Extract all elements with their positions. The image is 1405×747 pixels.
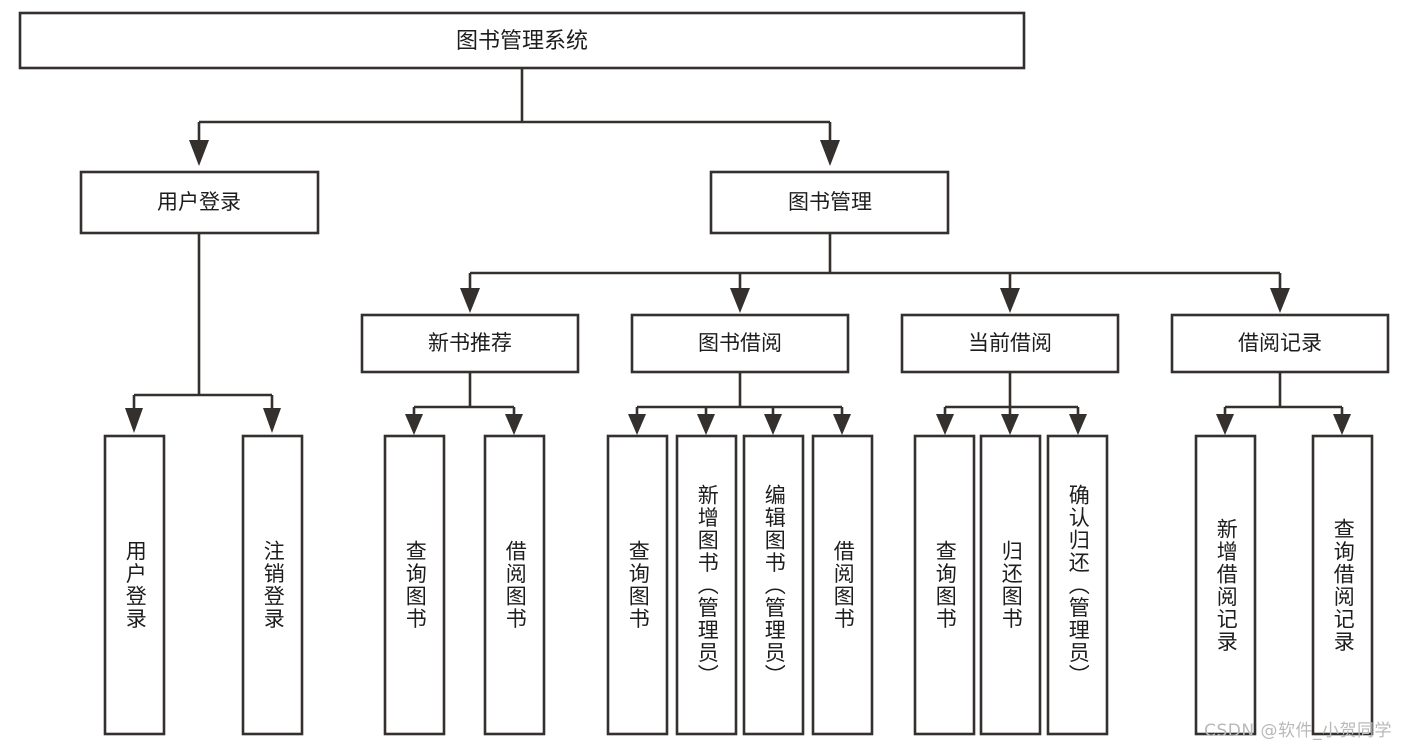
node-leaf-query-record-box[interactable] [1311, 434, 1374, 736]
arrow-leaf-confirm-return [1069, 414, 1087, 435]
arrow-leaf-logout-login [263, 408, 281, 433]
arrow-to-book-manage [820, 140, 840, 166]
edge-group-book-borrow-to-leaves [628, 372, 851, 435]
edge-group-current-borrow-to-leaves [936, 372, 1087, 435]
node-leaf-borrow-book-1-box[interactable] [483, 434, 546, 736]
node-leaf-user-login[interactable]: 用户登录 [103, 434, 166, 736]
node-user-login-box[interactable] [79, 170, 320, 235]
node-leaf-logout-login[interactable]: 注销登录 [241, 434, 304, 736]
node-user-login-label: 用户登录 [157, 190, 241, 214]
arrow-leaf-query-book-2 [628, 414, 646, 435]
node-leaf-edit-book-box[interactable] [742, 434, 805, 736]
arrow-to-borrow-record [1270, 288, 1290, 313]
node-leaf-add-record-box[interactable] [1194, 434, 1257, 736]
node-leaf-query-book-1[interactable]: 查询图书 [383, 434, 446, 736]
arrow-leaf-add-book [697, 414, 715, 435]
edge-group-user-login-to-leaves [125, 233, 281, 433]
node-leaf-confirm-return-box[interactable] [1046, 434, 1109, 736]
node-leaf-query-book-3[interactable]: 查询图书 [913, 434, 976, 736]
node-leaf-confirm-return[interactable]: 确认归还（管理员） [1046, 434, 1109, 736]
node-borrow-record[interactable]: 借阅记录 [1170, 313, 1390, 374]
edge-group-book-manage-to-level2 [460, 233, 1290, 313]
arrow-to-current-borrow [1000, 288, 1020, 313]
node-leaf-query-book-1-box[interactable] [383, 434, 446, 736]
node-borrow-record-box[interactable] [1170, 313, 1390, 374]
node-book-borrow-box[interactable] [630, 313, 850, 374]
node-book-manage-box[interactable] [709, 170, 950, 235]
node-leaf-add-record[interactable]: 新增借阅记录 [1194, 434, 1257, 736]
node-leaf-confirm-return-label: 确认归还（管理员） [1066, 483, 1091, 687]
arrow-leaf-user-login [125, 408, 143, 433]
node-leaf-query-book-2[interactable]: 查询图书 [606, 434, 669, 736]
node-leaf-add-book-box[interactable] [675, 434, 738, 736]
node-leaf-query-book-3-box[interactable] [913, 434, 976, 736]
node-leaf-logout-login-box[interactable] [241, 434, 304, 736]
node-book-borrow[interactable]: 图书借阅 [630, 313, 850, 374]
node-root-box[interactable] [18, 11, 1026, 70]
node-leaf-query-book-1-label: 查询图书 [403, 540, 428, 630]
arrow-to-book-borrow [730, 288, 750, 313]
arrow-to-user-login [189, 140, 209, 166]
node-leaf-query-book-2-label: 查询图书 [626, 540, 651, 630]
node-leaf-borrow-book-2[interactable]: 借阅图书 [811, 434, 874, 736]
arrow-leaf-add-record [1216, 414, 1234, 435]
arrow-leaf-edit-book [764, 414, 782, 435]
node-leaf-borrow-book-1-label: 借阅图书 [503, 540, 528, 630]
edge-group-borrow-record-to-leaves [1216, 372, 1351, 435]
node-root[interactable]: 图书管理系统 [18, 11, 1026, 70]
node-leaf-user-login-label: 用户登录 [123, 540, 148, 630]
node-book-manage-label: 图书管理 [788, 190, 872, 214]
arrow-leaf-borrow-book-2 [833, 414, 851, 435]
node-new-book-recommend[interactable]: 新书推荐 [360, 313, 580, 374]
node-leaf-return-book-label: 归还图书 [999, 540, 1024, 630]
node-leaf-user-login-box[interactable] [103, 434, 166, 736]
node-leaf-add-book[interactable]: 新增图书（管理员） [675, 434, 738, 736]
edge-group-new-book-recommend-to-leaves [405, 372, 523, 435]
arrow-leaf-query-record [1333, 414, 1351, 435]
edge-group-root-to-level1 [189, 68, 840, 166]
node-new-book-recommend-label: 新书推荐 [428, 331, 512, 355]
node-borrow-record-label: 借阅记录 [1238, 331, 1322, 355]
node-current-borrow-box[interactable] [900, 313, 1120, 374]
arrow-leaf-return-book [1001, 414, 1019, 435]
node-leaf-edit-book-label: 编辑图书（管理员） [762, 483, 787, 687]
arrow-to-new-book-recommend [460, 288, 480, 313]
node-book-manage[interactable]: 图书管理 [709, 170, 950, 235]
node-new-book-recommend-box[interactable] [360, 313, 580, 374]
node-leaf-borrow-book-1[interactable]: 借阅图书 [483, 434, 546, 736]
node-leaf-query-book-3-label: 查询图书 [933, 540, 958, 630]
node-user-login[interactable]: 用户登录 [79, 170, 320, 235]
arrow-leaf-query-book-3 [936, 414, 954, 435]
node-current-borrow[interactable]: 当前借阅 [900, 313, 1120, 374]
node-leaf-add-book-label: 新增图书（管理员） [695, 483, 720, 687]
node-root-label: 图书管理系统 [456, 29, 588, 54]
node-leaf-borrow-book-2-box[interactable] [811, 434, 874, 736]
node-current-borrow-label: 当前借阅 [968, 331, 1052, 355]
node-leaf-query-book-2-box[interactable] [606, 434, 669, 736]
node-leaf-return-book-box[interactable] [979, 434, 1042, 736]
node-leaf-edit-book[interactable]: 编辑图书（管理员） [742, 434, 805, 736]
node-leaf-logout-login-label: 注销登录 [261, 540, 286, 630]
node-leaf-query-record-label: 查询借阅记录 [1331, 517, 1356, 653]
node-book-borrow-label: 图书借阅 [698, 331, 782, 355]
node-leaf-borrow-book-2-label: 借阅图书 [831, 540, 856, 630]
arrow-leaf-borrow-book-1 [505, 414, 523, 435]
node-leaf-add-record-label: 新增借阅记录 [1214, 517, 1239, 653]
node-leaf-query-record[interactable]: 查询借阅记录 [1311, 434, 1374, 736]
arrow-leaf-query-book-1 [405, 414, 423, 435]
node-leaf-return-book[interactable]: 归还图书 [979, 434, 1042, 736]
